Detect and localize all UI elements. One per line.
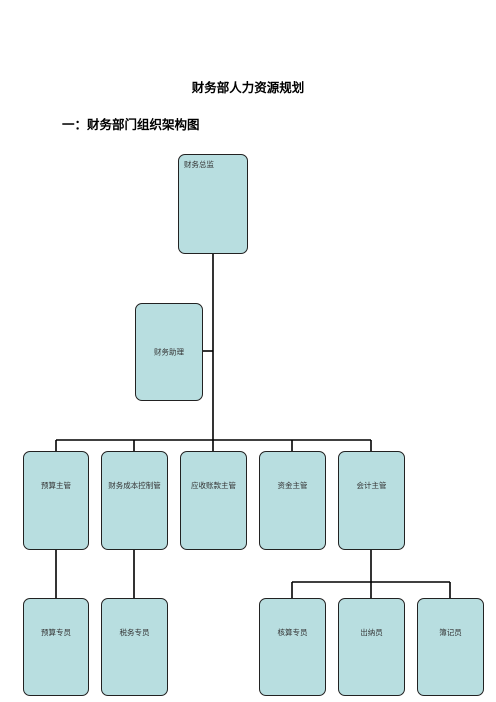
- section-heading: 一：财务部门组织架构图: [62, 117, 200, 132]
- node-accounting-manager-label: 会计主管: [356, 481, 387, 490]
- node-bookkeeper: 簿记员: [417, 598, 484, 696]
- node-treasury-manager: 资金主管: [259, 451, 326, 550]
- node-cashier-label: 出纳员: [360, 628, 383, 637]
- document-title: 财务部人力资源规划: [191, 80, 305, 95]
- node-treasury-manager-label: 资金主管: [277, 481, 308, 490]
- node-budget-specialist-label: 预算专员: [41, 628, 71, 637]
- node-finance-assistant-label: 财务助理: [154, 347, 184, 357]
- node-finance-director-label: 财务总监: [184, 160, 214, 169]
- node-cost-control-manager: 财务成本控制管: [101, 451, 168, 550]
- node-bookkeeper-label: 簿记员: [439, 628, 462, 637]
- node-receivables-manager: 应收账款主管: [180, 451, 247, 550]
- node-accounting-specialist: 核算专员: [259, 598, 326, 696]
- node-tax-specialist: 税务专员: [101, 598, 168, 696]
- node-finance-assistant: 财务助理: [135, 303, 203, 401]
- node-budget-specialist: 预算专员: [23, 598, 89, 696]
- node-accounting-manager: 会计主管: [338, 451, 405, 550]
- node-budget-manager-label: 预算主管: [41, 481, 71, 490]
- node-tax-specialist-label: 税务专员: [119, 628, 150, 637]
- node-accounting-specialist-label: 核算专员: [277, 628, 308, 637]
- node-receivables-manager-label: 应收账款主管: [191, 481, 236, 490]
- node-cost-control-manager-label: 财务成本控制管: [108, 481, 161, 490]
- node-cashier: 出纳员: [338, 598, 405, 696]
- node-finance-director: 财务总监: [178, 154, 248, 254]
- node-budget-manager: 预算主管: [23, 451, 89, 550]
